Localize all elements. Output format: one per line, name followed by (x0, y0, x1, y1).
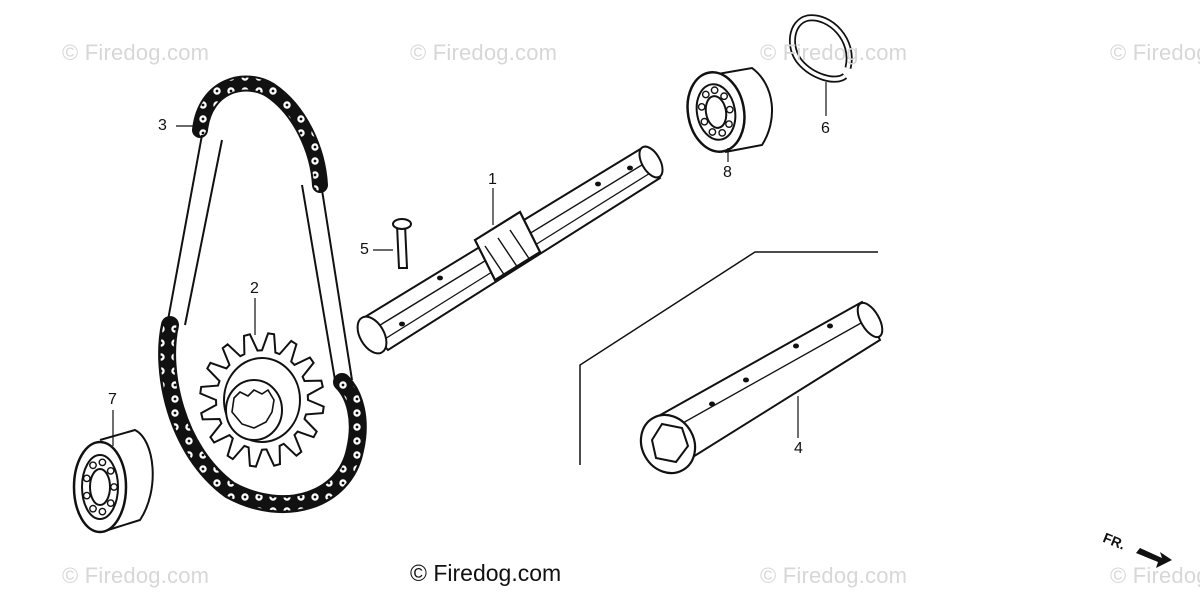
watermark-top-2: © Firedog.com (410, 40, 558, 65)
callout-sprocket: 2 (250, 280, 259, 297)
watermark-bottom-3: © Firedog.com (760, 563, 908, 588)
bearing-ball (98, 458, 107, 467)
group-bracket (579, 251, 878, 465)
bearing-ball (725, 105, 734, 114)
callout-spacer-tube: 4 (794, 440, 803, 457)
spacer-tube (639, 300, 884, 475)
bearing-ball (697, 103, 706, 111)
callout-shaft: 1 (488, 171, 497, 188)
snap-ring (789, 14, 853, 83)
bearing-ball (106, 499, 115, 507)
main-shaft (356, 145, 664, 355)
bearing-ball (82, 491, 91, 500)
bearing-ball (725, 120, 733, 129)
bearing-left (72, 428, 154, 534)
front-direction-arrow (1136, 548, 1172, 568)
watermark-bottom-1: © Firedog.com (62, 563, 210, 588)
callout-bearing-right: 8 (723, 164, 732, 181)
bearing-ball (710, 86, 719, 95)
watermark-top-3: © Firedog.com (760, 40, 908, 65)
bearing-ball (82, 474, 91, 483)
bearing-ball (708, 128, 717, 136)
drive-sprocket (199, 332, 325, 468)
watermark-top-1: © Firedog.com (62, 40, 210, 65)
leader-lines (112, 82, 827, 446)
bearing-right (686, 66, 774, 153)
watermark-bottom-4: © Firedog.com (1110, 563, 1200, 588)
callout-bearing-left: 7 (108, 391, 117, 408)
drive-chain (158, 75, 367, 513)
watermark-top-4: © Firedog.com (1110, 40, 1200, 65)
callout-snap-ring: 6 (821, 120, 830, 137)
bearing-ball (720, 92, 728, 101)
bearing-ball (106, 466, 115, 475)
bearing-ball (718, 128, 727, 137)
bearing-ball (98, 507, 107, 516)
bearing-ball (700, 117, 709, 126)
credit-text: © Firedog.com (410, 560, 562, 586)
bearing-ball (89, 461, 97, 470)
callout-pin: 5 (360, 241, 369, 258)
callout-chain: 3 (158, 117, 167, 134)
bearing-ball (89, 504, 97, 513)
bearing-ball (701, 90, 710, 99)
pin (392, 218, 412, 269)
bearing-ball (110, 483, 118, 491)
